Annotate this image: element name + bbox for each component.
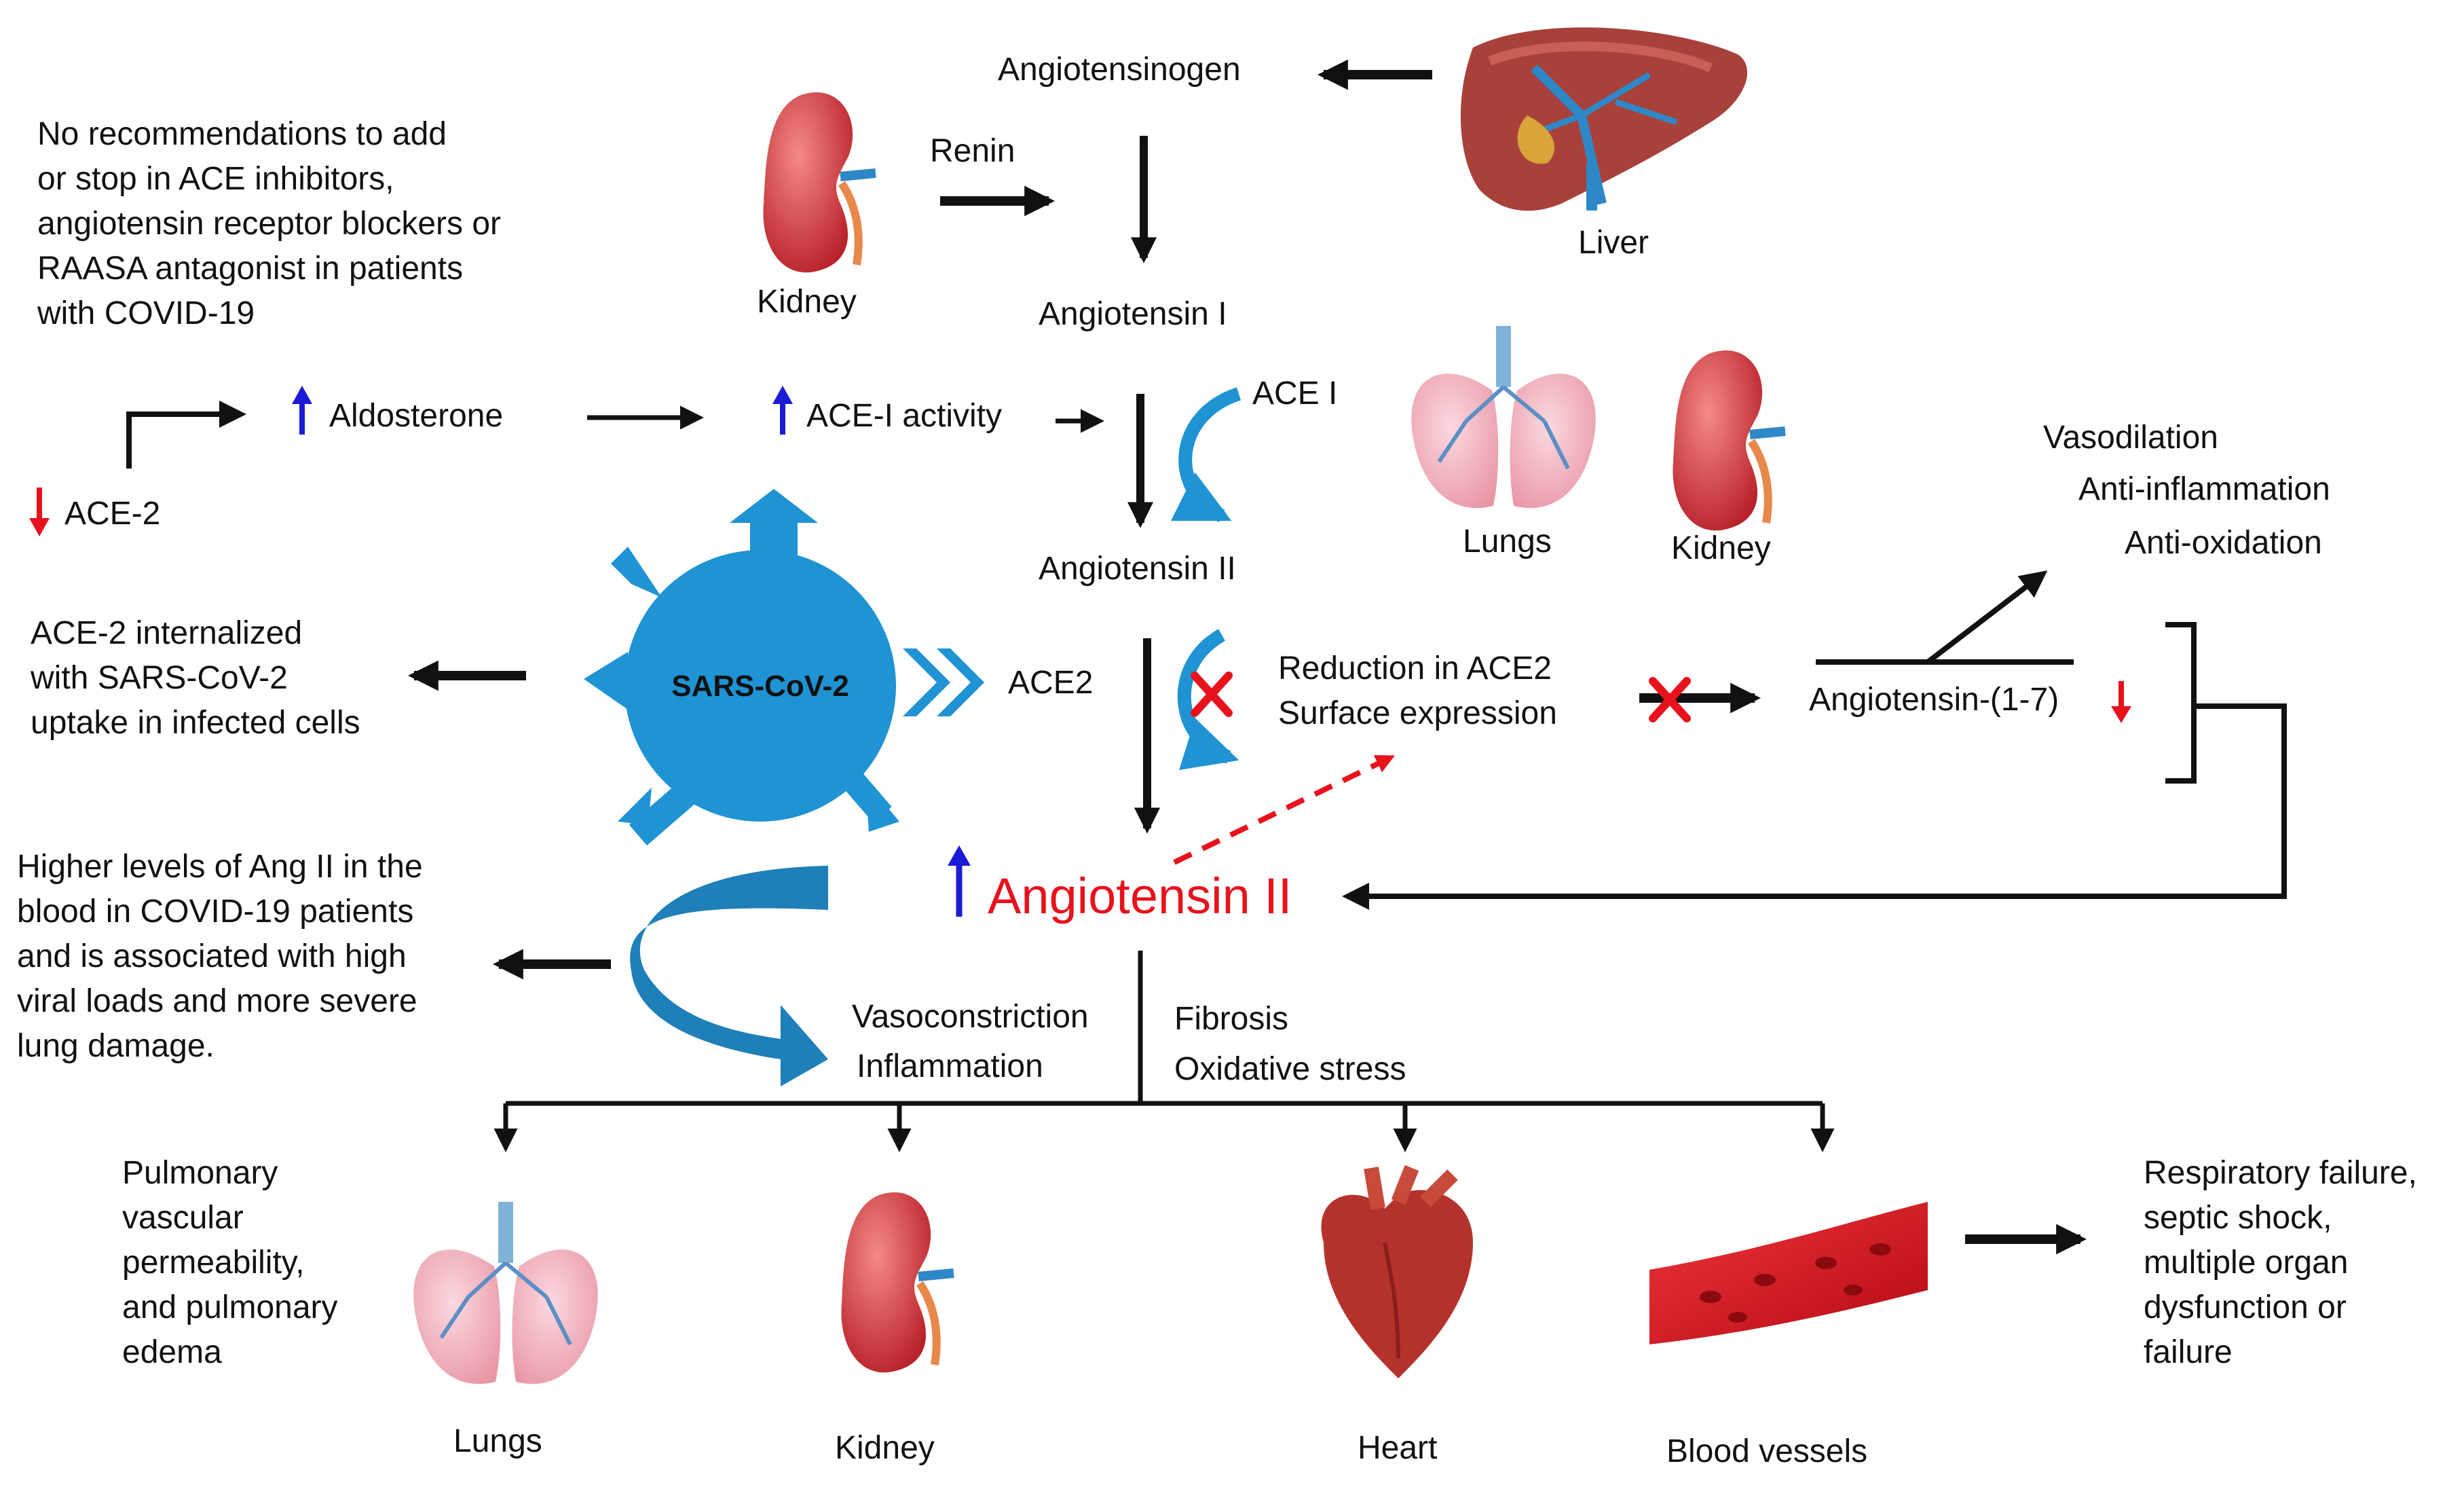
dashed-arrow xyxy=(1173,754,1396,865)
blocked-cross-icon xyxy=(1191,672,1233,717)
ace2-label: ACE2 xyxy=(1008,665,1094,701)
anti-oxidation-label: Anti-oxidation xyxy=(2125,525,2322,561)
flow-arrows xyxy=(126,59,2287,1255)
angiotensin-2-highlight: Angiotensin II xyxy=(988,868,1292,924)
ace-2-decrease-label: ACE-2 xyxy=(64,496,161,532)
renin-label: Renin xyxy=(930,133,1015,169)
pulmonary-text: Pulmonary vascular permeability, and pul… xyxy=(122,1155,338,1370)
aldosterone-label: Aldosterone xyxy=(329,398,504,434)
kidney-icon xyxy=(841,1192,954,1373)
curved-arrows xyxy=(1170,387,1242,771)
up-arrow-icon xyxy=(948,845,971,917)
blood-vessel-icon xyxy=(1649,1202,1928,1344)
lungs-icon xyxy=(1411,326,1596,509)
lungs-icon xyxy=(413,1202,598,1385)
recommendation-text: No recommendations to add or stop in ACE… xyxy=(37,116,502,331)
blood-vessels-label: Blood vessels xyxy=(1666,1433,1868,1469)
angiotensin-1-label: Angiotensin I xyxy=(1039,296,1227,332)
kidney-mid-label: Kidney xyxy=(1671,530,1771,566)
down-arrow-icon xyxy=(29,488,50,536)
virus-icon xyxy=(584,489,984,846)
down-arrow-icon xyxy=(2111,681,2131,723)
respiratory-failure-text: Respiratory failure, septic shock, multi… xyxy=(2144,1155,2417,1370)
up-arrow-icon xyxy=(292,386,312,435)
kidney-icon xyxy=(763,92,876,273)
virus-label: SARS-CoV-2 xyxy=(671,670,849,703)
swoosh-arrow-icon xyxy=(630,866,828,1086)
fibrosis-label: Fibrosis xyxy=(1174,1001,1289,1037)
ace-1-label: ACE I xyxy=(1252,375,1338,411)
angiotensinogen-label: Angiotensinogen xyxy=(998,52,1241,88)
heart-label: Heart xyxy=(1358,1430,1438,1466)
kidney-icon xyxy=(1673,350,1786,531)
lungs-mid-label: Lungs xyxy=(1463,524,1552,560)
vasoconstriction-label: Vasoconstriction xyxy=(852,999,1089,1035)
reduction-text: Reduction in ACE2 Surface expression xyxy=(1278,650,1557,731)
up-arrow-icon xyxy=(772,386,793,435)
inflammation-label: Inflammation xyxy=(857,1048,1043,1084)
vasodilation-label: Vasodilation xyxy=(2043,420,2218,456)
heart-icon xyxy=(1321,1165,1473,1378)
angiotensin-1-7-label: Angiotensin-(1-7) xyxy=(1809,682,2059,718)
ace2-internalized-text: ACE-2 internalized with SARS-CoV-2 uptak… xyxy=(31,615,360,741)
angiotensin-2-label: Angiotensin II xyxy=(1039,551,1236,587)
kidney-top-label: Kidney xyxy=(757,284,857,320)
ace1-activity-label: ACE-I activity xyxy=(806,398,1003,434)
anti-inflammation-label: Anti-inflammation xyxy=(2078,471,2330,507)
higher-levels-text: Higher levels of Ang II in the blood in … xyxy=(17,849,423,1064)
blocked-cross-icon xyxy=(1649,677,1691,722)
liver-label: Liver xyxy=(1578,225,1649,261)
kidney-bottom-label: Kidney xyxy=(835,1430,935,1466)
liver-icon xyxy=(1460,27,1748,211)
oxidative-stress-label: Oxidative stress xyxy=(1174,1051,1406,1087)
lungs-bottom-label: Lungs xyxy=(453,1423,542,1459)
